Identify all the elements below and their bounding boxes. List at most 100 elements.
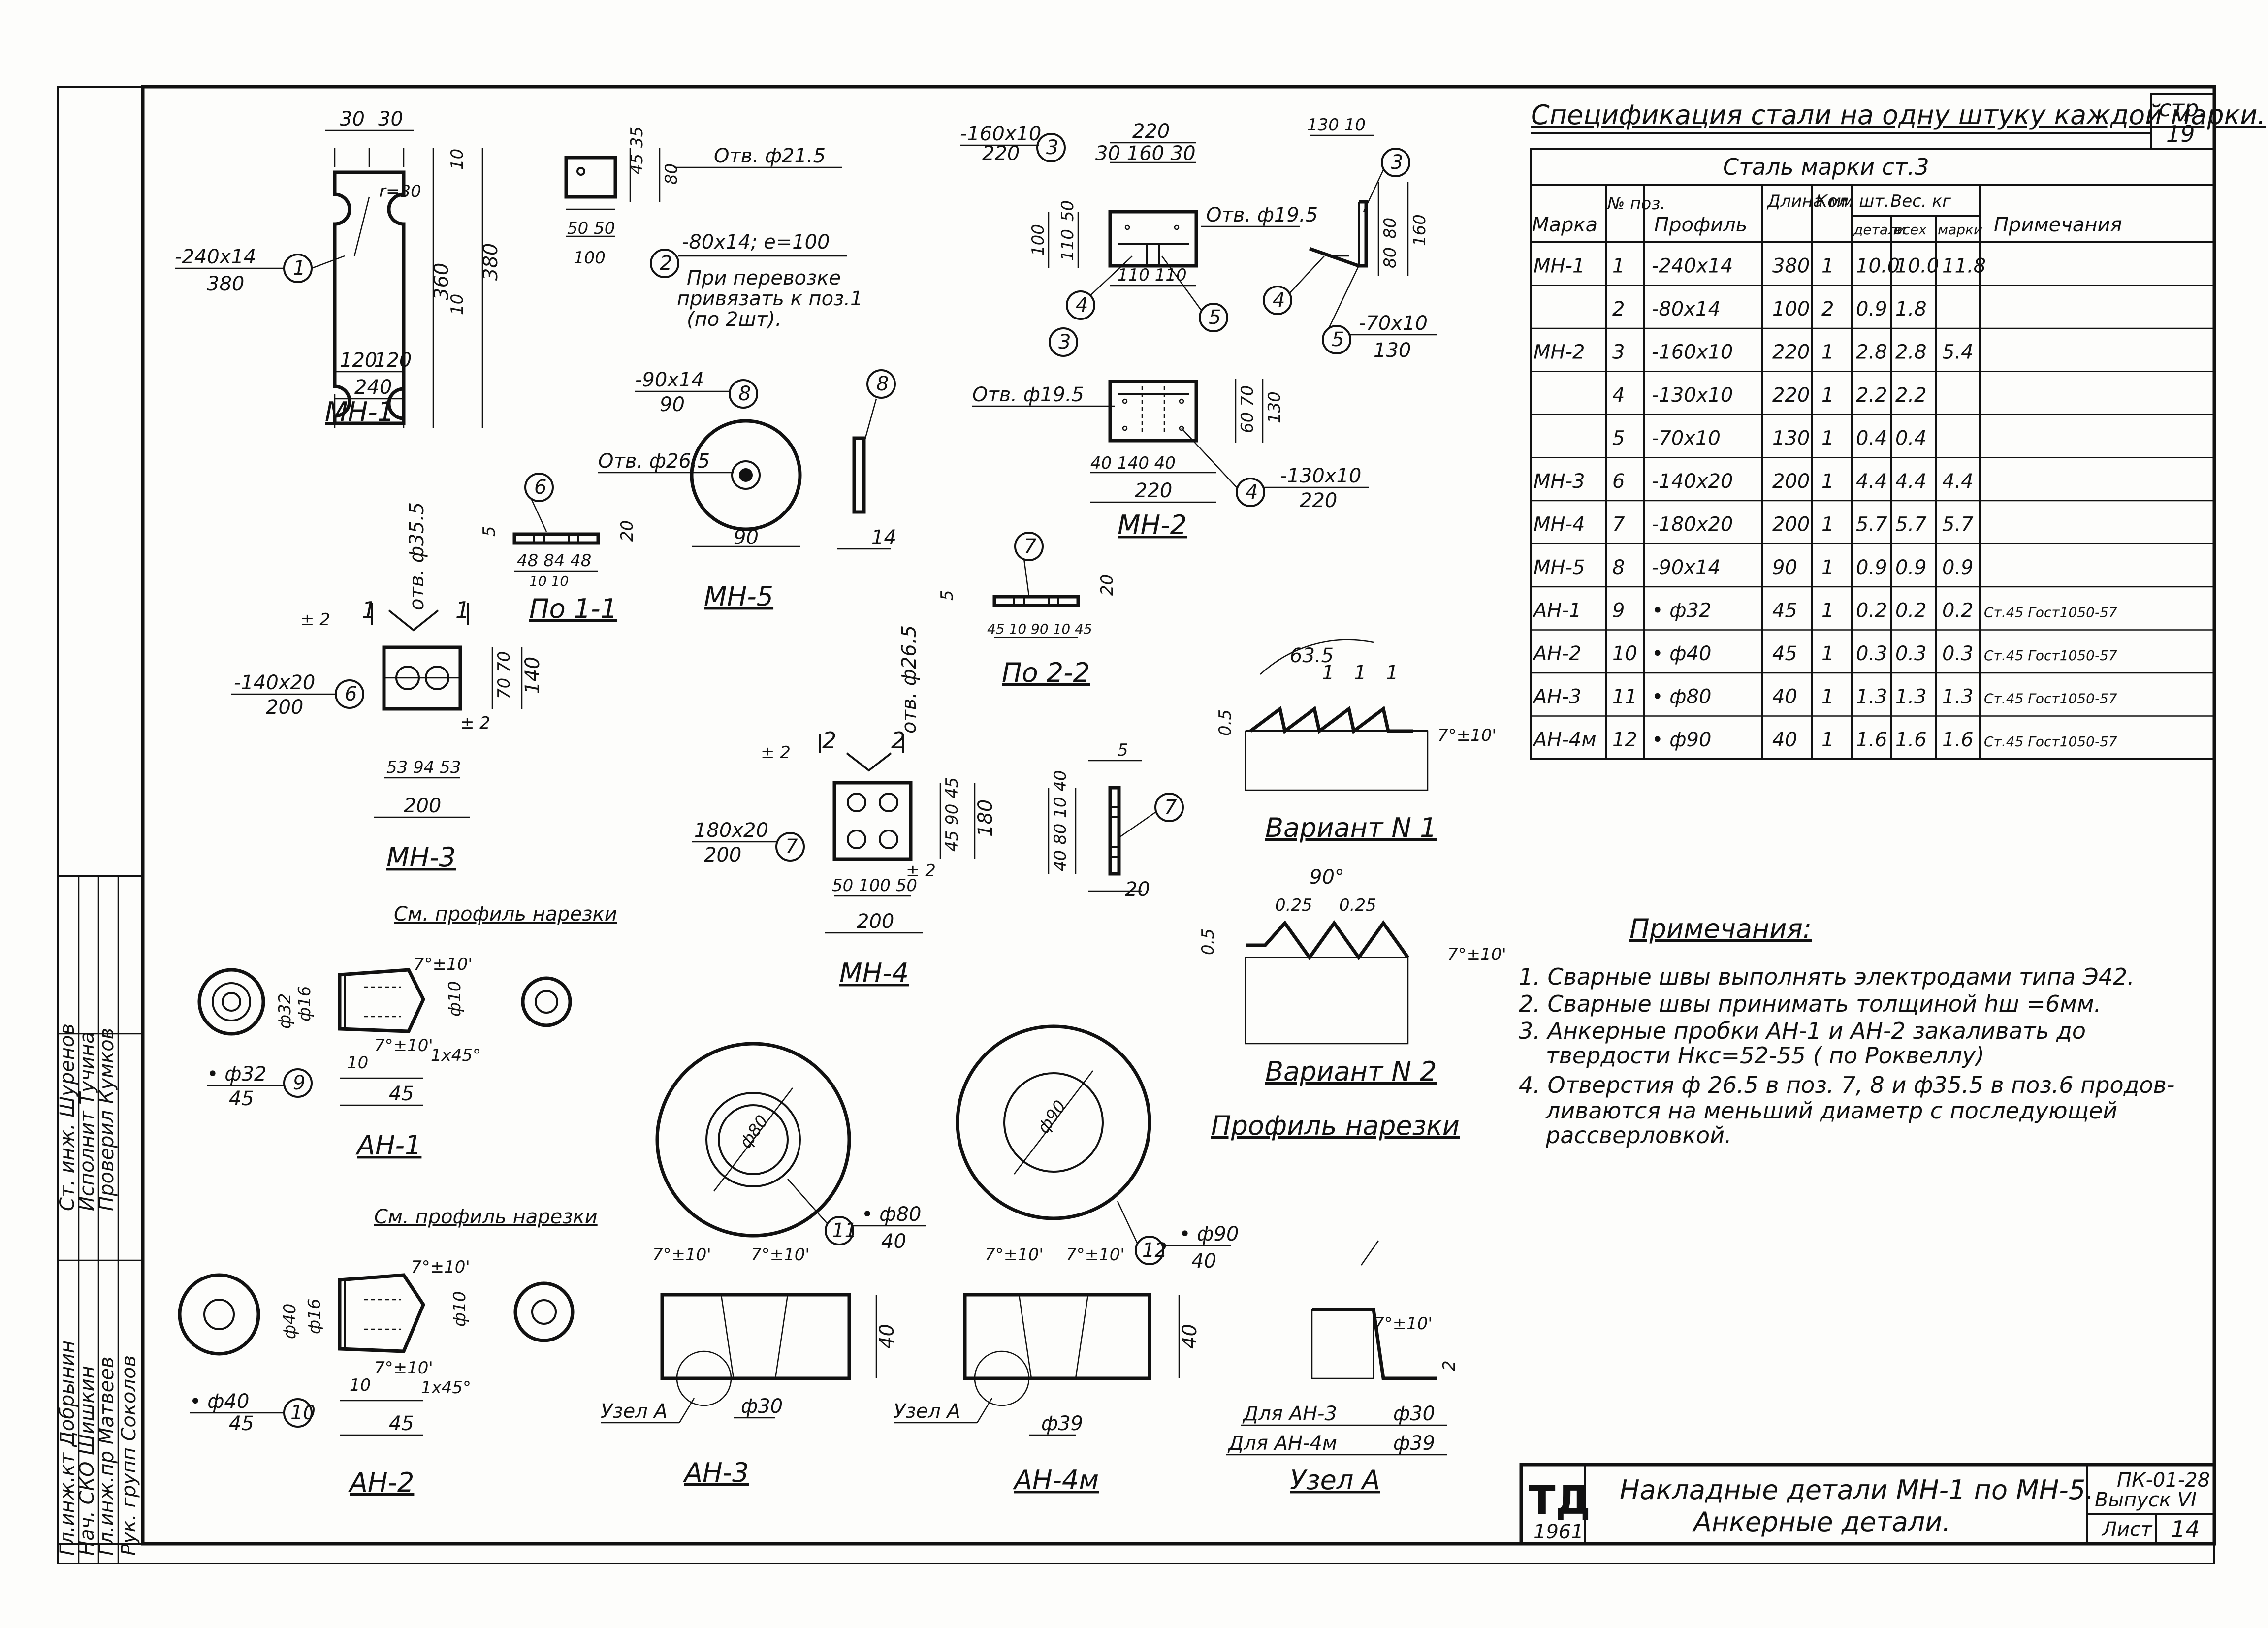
- svg-text:130 10: 130 10: [1307, 115, 1366, 135]
- svg-text:70 70: 70 70: [494, 651, 514, 699]
- svg-text:4. Отверстия ф 26.5 в поз. 7,: 4. Отверстия ф 26.5 в поз. 7, 8 и ф35.5 …: [1519, 1072, 2174, 1098]
- svg-text:120: 120: [374, 349, 412, 372]
- section-1-1: 6 5 20 48 84 48 10 10 По 1-1: [479, 473, 637, 624]
- svg-text:Профиль нарезки: Профиль нарезки: [1211, 1110, 1460, 1141]
- svg-text:7°±10': 7°±10': [751, 1245, 810, 1265]
- svg-text:ф16: ф16: [295, 986, 315, 1021]
- spec-cell-total: 11.8: [1942, 255, 1986, 278]
- svg-text:12: 12: [1142, 1239, 1167, 1262]
- svg-text:Накладные детали МН-1 по МН-5.: Накладные детали МН-1 по МН-5.: [1620, 1474, 2094, 1505]
- svg-text:Исполнит Тучина: Исполнит Тучина: [76, 1031, 98, 1211]
- svg-text:Отв. ф19.5: Отв. ф19.5: [1206, 204, 1318, 226]
- svg-text:3: 3: [1391, 151, 1403, 174]
- svg-text:45 10 90 10 45: 45 10 90 10 45: [987, 621, 1092, 637]
- svg-text:7°±10': 7°±10': [374, 1036, 433, 1055]
- svg-text:• ф80: • ф80: [862, 1203, 921, 1226]
- svg-text:380: 380: [207, 273, 244, 295]
- svg-text:30 160 30: 30 160 30: [1095, 142, 1196, 165]
- svg-text:• ф90: • ф90: [1179, 1223, 1239, 1245]
- svg-text:45: 45: [229, 1087, 254, 1110]
- spec-cell-pos: 11: [1612, 686, 1637, 708]
- svg-text:11: 11: [832, 1219, 857, 1242]
- svg-text:По 2-2: По 2-2: [1002, 657, 1090, 688]
- svg-text:9: 9: [293, 1072, 305, 1094]
- view-uzel-a: 7°±10' 2 Для АН-3 ф30 Для АН-4м ф39 Узел…: [1226, 1240, 1459, 1496]
- spec-cell-pos: 7: [1612, 513, 1625, 536]
- spec-cell-len: 100: [1772, 298, 1810, 320]
- svg-text:-160x10: -160x10: [960, 123, 1041, 145]
- side-stamp: Ст. инж. Шуренов Исполнит Тучина Провери…: [56, 1023, 140, 1556]
- svg-text:10: 10: [350, 1375, 371, 1395]
- svg-text:380: 380: [479, 243, 502, 281]
- svg-text:240: 240: [354, 376, 392, 399]
- svg-text:отв. ф26.5: отв. ф26.5: [898, 625, 921, 734]
- title-block: ТД 1961 Накладные детали МН-1 по МН-5. А…: [1519, 1463, 2216, 1546]
- svg-text:53 94 53: 53 94 53: [386, 758, 461, 777]
- svg-text:2: 2: [891, 727, 905, 754]
- svg-text:ф16: ф16: [305, 1299, 324, 1334]
- spec-cell-all: 4.4: [1895, 470, 1927, 493]
- svg-text:± 2: ± 2: [761, 743, 791, 763]
- svg-text:30: 30: [378, 108, 403, 130]
- view-part2: 45 35 80 50 50 100 Отв. ф21.5 2 -80x14; …: [564, 127, 862, 331]
- spec-cell-qty: 1: [1821, 470, 1834, 493]
- svg-text:7°±10': 7°±10': [652, 1245, 711, 1265]
- svg-text:детали: детали: [1853, 222, 1906, 238]
- svg-text:0.25: 0.25: [1339, 895, 1376, 915]
- svg-text:Профиль: Профиль: [1654, 214, 1747, 236]
- svg-text:3: 3: [1046, 136, 1058, 159]
- spec-cell-mark: МН-2: [1533, 341, 1585, 364]
- svg-text:1x45°: 1x45°: [431, 1046, 481, 1065]
- svg-text:ф39: ф39: [1393, 1432, 1435, 1455]
- svg-text:Нач. СКО Шишкин: Нач. СКО Шишкин: [76, 1366, 98, 1556]
- svg-text:ф10: ф10: [445, 981, 465, 1017]
- svg-text:220: 220: [1132, 120, 1170, 143]
- spec-cell-profile: • ф90: [1652, 729, 1711, 751]
- svg-text:При перевозке: При перевозке: [687, 267, 841, 289]
- svg-text:200: 200: [404, 795, 441, 817]
- spec-cell-total: 5.7: [1942, 513, 1974, 536]
- spec-cell-qty: 1: [1821, 556, 1834, 579]
- spec-cell-len: 90: [1772, 556, 1797, 579]
- spec-cell-pos: 2: [1612, 298, 1625, 320]
- svg-text:90°: 90°: [1310, 866, 1344, 889]
- svg-text:8: 8: [738, 383, 751, 405]
- svg-text:-240x14: -240x14: [175, 246, 256, 268]
- spec-cell-len: 200: [1772, 513, 1810, 536]
- spec-cell-det: 4.4: [1856, 470, 1887, 493]
- svg-text:7°±10': 7°±10': [374, 1358, 433, 1378]
- svg-text:± 2: ± 2: [300, 610, 330, 630]
- svg-text:Марка: Марка: [1532, 214, 1597, 236]
- svg-text:14: 14: [2171, 1516, 2200, 1542]
- svg-text:20: 20: [1097, 575, 1117, 596]
- notes: Примечания: 1. Сварные швы выполнять эле…: [1519, 913, 2174, 1149]
- svg-text:220: 220: [1135, 479, 1172, 502]
- view-mn4: отв. ф26.5 2 2 ± 2 45 90 45 180 ± 2 7 18…: [692, 625, 1184, 989]
- svg-text:63.5: 63.5: [1290, 644, 1334, 667]
- svg-text:МН-4: МН-4: [839, 958, 909, 989]
- svg-text:7°±10': 7°±10': [985, 1245, 1044, 1265]
- svg-text:40 80 10 40: 40 80 10 40: [1051, 770, 1070, 871]
- svg-text:48 84 48: 48 84 48: [517, 551, 591, 571]
- spec-cell-det: 5.7: [1856, 513, 1887, 536]
- svg-text:220: 220: [1300, 489, 1337, 512]
- title-logo: ТД: [1529, 1477, 1591, 1523]
- svg-text:40: 40: [876, 1324, 898, 1349]
- svg-text:1: 1: [1386, 662, 1398, 684]
- spec-cell-det: 0.4: [1856, 427, 1887, 450]
- svg-text:40: 40: [1191, 1250, 1216, 1273]
- spec-cell-all: 1.3: [1895, 686, 1927, 708]
- svg-text:8: 8: [876, 373, 889, 395]
- svg-text:90: 90: [660, 393, 685, 416]
- svg-text:100: 100: [574, 248, 606, 268]
- svg-text:ф80: ф80: [736, 1112, 772, 1152]
- spec-cell-profile: -90x14: [1652, 556, 1721, 579]
- svg-text:0.5: 0.5: [1198, 928, 1218, 955]
- svg-text:180: 180: [974, 799, 997, 837]
- spec-cell-note: Ст.45 Гост1050-57: [1984, 605, 2117, 621]
- svg-text:Отв. ф19.5: Отв. ф19.5: [972, 383, 1084, 406]
- spec-cell-len: 40: [1772, 686, 1797, 708]
- spec-cell-total: 0.9: [1942, 556, 1974, 579]
